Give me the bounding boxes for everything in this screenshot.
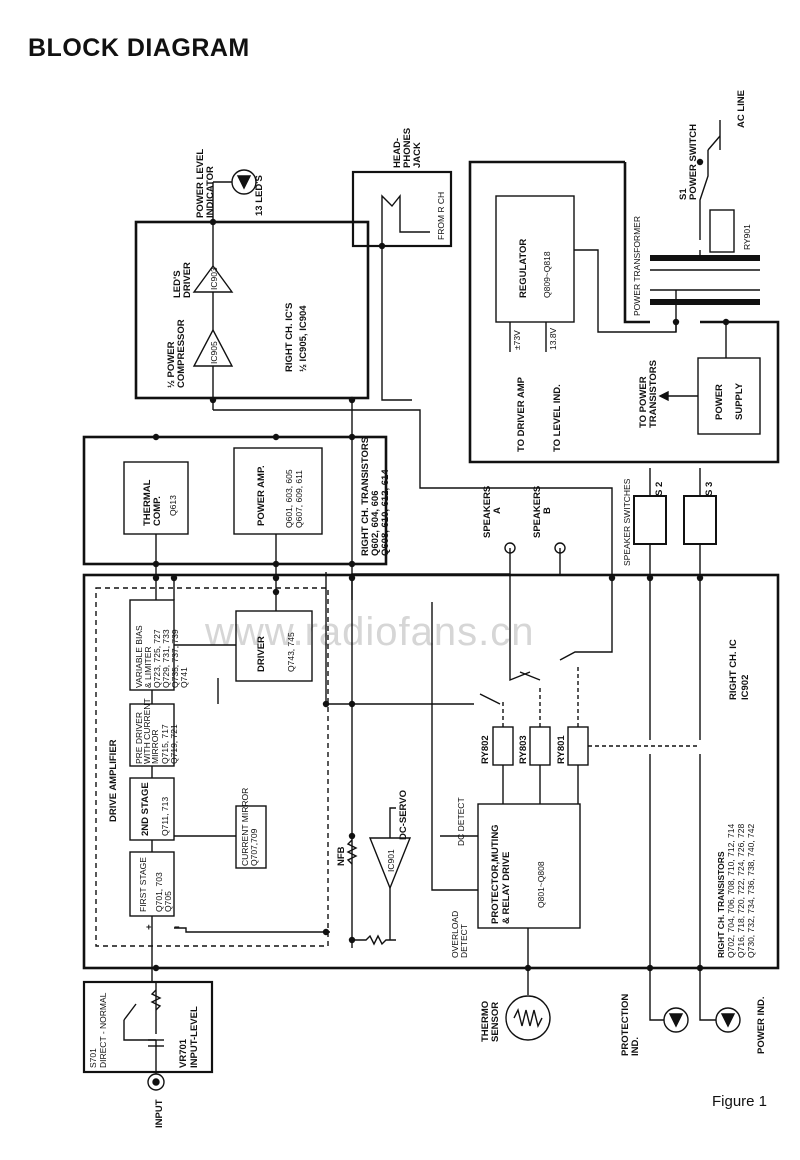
driver-box xyxy=(235,610,313,682)
speaker-switches-label: SPEAKER SWITCHES xyxy=(622,478,632,566)
s1-power-switch-label: S1POWER SWITCH xyxy=(678,124,699,200)
power-level-indicator-label: POWER LEVELINDICATOR xyxy=(195,149,216,218)
ry801-label: RY801 xyxy=(556,735,567,764)
headphones-jack-label: HEAD-PHONESJACK xyxy=(392,128,423,168)
protector-q-label: Q801~Q808 xyxy=(536,861,546,908)
vr701-label: VR701INPUT-LEVEL xyxy=(178,1006,200,1068)
protector-label: PROTECTOR,MUTING& RELAY DRIVE xyxy=(490,824,512,924)
right-ch-transistors-top-label: RIGHT CH. TRANSISTORSQ602, 604, 606Q608,… xyxy=(360,437,391,556)
variable-bias-label: VARIABLE BIAS& LIMITERQ723, 725, 727Q729… xyxy=(134,625,189,688)
to-driver-amp-label: TO DRIVER AMP xyxy=(516,376,527,452)
overload-detect-label: OVERLOADDETECT xyxy=(450,911,469,958)
s701-label: S701DIRECT - NORMAL xyxy=(88,992,108,1068)
ic901-label: IC901 xyxy=(386,849,396,872)
plus-sign: + xyxy=(146,922,152,933)
speaker-a-terminal xyxy=(504,542,516,554)
s2-label: S 2 xyxy=(654,482,665,496)
driver-label: DRIVER xyxy=(256,636,267,672)
ry901-label: RY901 xyxy=(742,224,752,250)
second-stage-label: 2ND STAGE xyxy=(140,782,151,836)
current-mirror-box xyxy=(235,805,267,869)
right-ch-ics-box xyxy=(134,220,370,400)
right-ch-transistors-bottom-label: RIGHT CH. TRANSISTORSQ702, 704, 706, 708… xyxy=(716,824,756,958)
ry802-relay xyxy=(492,726,514,766)
minus-sign: − xyxy=(174,922,180,933)
to-power-transistors-label: TO POWERTRANSISTORS xyxy=(638,360,659,428)
ac-line-label: AC LINE xyxy=(736,90,747,128)
power-amp-box xyxy=(233,447,323,535)
right-ch-ic-label: RIGHT CH. ICIC902 xyxy=(728,639,751,700)
driver-q-label: Q743, 745 xyxy=(286,632,296,672)
first-stage-q-label: Q701, 703Q705 xyxy=(154,872,173,912)
v73-label: ±73V xyxy=(512,330,522,350)
leds-13-label: 13 LED'S xyxy=(254,175,265,216)
to-level-ind-label: TO LEVEL IND. xyxy=(552,384,563,452)
speakers-a-label: SPEAKERSA xyxy=(482,486,503,538)
watermark: www.radiofans.cn xyxy=(205,610,535,654)
v138-label: 13.8V xyxy=(548,327,558,350)
input-level-box xyxy=(82,980,214,1074)
from-r-ch-label: FROM R CH xyxy=(436,192,446,240)
ry803-label: RY803 xyxy=(518,735,529,764)
dc-servo-label: DC-SERVO xyxy=(398,790,409,840)
power-transformer-label: POWER TRANSFORMER xyxy=(632,216,642,316)
speakers-b-label: SPEAKERSB xyxy=(532,486,553,538)
power-supply-box xyxy=(468,160,780,464)
nfb-label: NFB xyxy=(336,846,347,866)
thermal-comp-label: THERMALCOMP. xyxy=(142,479,163,526)
headphones-jack-box xyxy=(351,170,453,248)
protection-ind-label: PROTECTIONIND. xyxy=(620,994,641,1056)
ic903-label: IC903 xyxy=(209,267,219,290)
right-ch-ic-box xyxy=(82,573,780,970)
speaker-b-terminal xyxy=(554,542,566,554)
drive-amplifier-box xyxy=(95,587,329,947)
regulator-label: REGULATOR xyxy=(518,239,529,298)
leds-driver-label: LED'SDRIVER xyxy=(172,262,193,298)
power-amp-q-label: Q601, 603, 605Q607, 609, 611 xyxy=(284,469,304,528)
s2-switch-box xyxy=(633,495,667,545)
first-stage-label: FIRST STAGE xyxy=(138,857,148,912)
q613-label: Q613 xyxy=(168,495,178,516)
figure-label: Figure 1 xyxy=(712,1093,768,1110)
ry802-label: RY802 xyxy=(480,735,491,764)
s3-label: S 3 xyxy=(704,482,715,496)
power-amp-label: POWER AMP. xyxy=(256,465,267,526)
protector-box xyxy=(477,803,581,929)
power-compressor-label: ½ POWERCOMPRESSOR xyxy=(166,319,187,388)
ry901-relay xyxy=(709,209,735,253)
second-stage-q-label: Q711, 713 xyxy=(160,797,170,836)
ic905-label: IC905 xyxy=(209,341,219,364)
ry803-relay xyxy=(529,726,551,766)
regulator-box xyxy=(495,195,575,323)
thermo-sensor xyxy=(505,995,551,1041)
ry801-relay xyxy=(567,726,589,766)
page-title: BLOCK DIAGRAM xyxy=(28,34,250,62)
regulator-q-label: Q809~Q818 xyxy=(542,251,552,298)
thermo-sensor-label: THERMOSENSOR xyxy=(480,1001,501,1042)
power-transistors-box xyxy=(82,435,388,566)
power-ind-label: POWER IND. xyxy=(756,996,767,1054)
power-supply-block xyxy=(697,357,761,435)
s3-switch-box xyxy=(683,495,717,545)
dc-detect-label: DC DETECT xyxy=(456,797,466,846)
drive-amplifier-label: DRIVE AMPLIFIER xyxy=(108,739,119,822)
current-mirror-label: CURRENT MIRRORQ707,709 xyxy=(240,788,259,866)
pre-driver-label: PRE DRIVERWITH CURRENTMIRRORQ715, 717Q71… xyxy=(134,698,179,764)
input-label: INPUT xyxy=(154,1099,165,1128)
